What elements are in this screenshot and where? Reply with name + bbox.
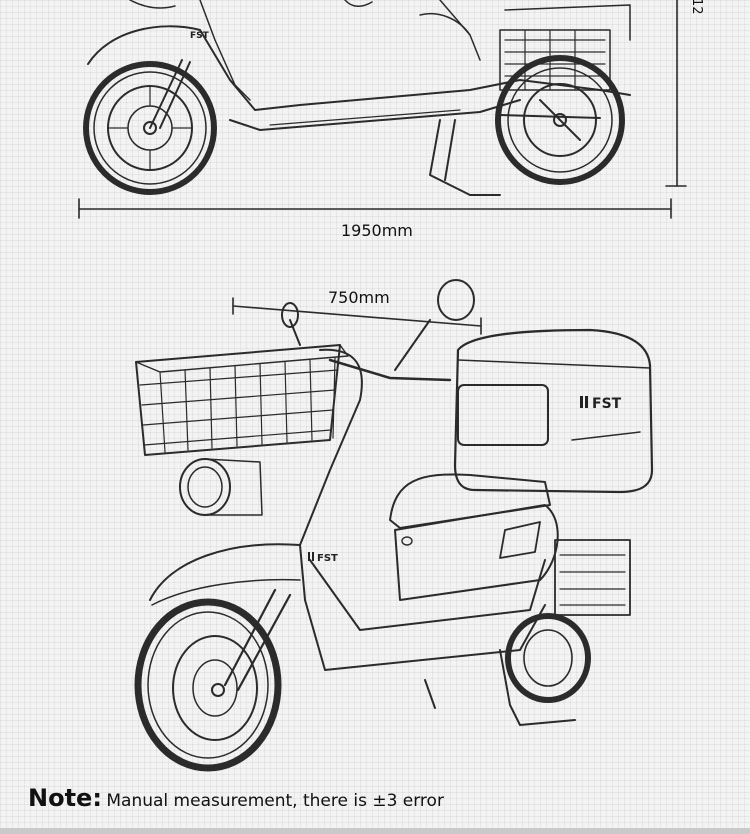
scooter-side-view: FST bbox=[83, 0, 631, 196]
top-box-logo-text: FST bbox=[592, 396, 622, 412]
body-logo-text: FST bbox=[317, 553, 338, 564]
height-dimension-line bbox=[665, 0, 687, 187]
length-label: 1950mm bbox=[341, 221, 413, 240]
note-text: Manual measurement, there is ±3 error bbox=[106, 791, 444, 811]
height-label-partial: 12 bbox=[689, 0, 704, 15]
body-logo: FST bbox=[308, 552, 338, 564]
width-dimension-line bbox=[232, 297, 482, 335]
top-box-logo: FST bbox=[580, 396, 622, 412]
length-dimension-line bbox=[78, 198, 672, 219]
scooter-three-quarter-view bbox=[134, 279, 654, 772]
width-label: 750mm bbox=[328, 288, 390, 307]
measurement-note: Note: Manual measurement, there is ±3 er… bbox=[28, 784, 444, 812]
svg-text:FST: FST bbox=[190, 31, 210, 41]
bottom-divider bbox=[0, 828, 750, 834]
note-label: Note: bbox=[28, 784, 102, 812]
